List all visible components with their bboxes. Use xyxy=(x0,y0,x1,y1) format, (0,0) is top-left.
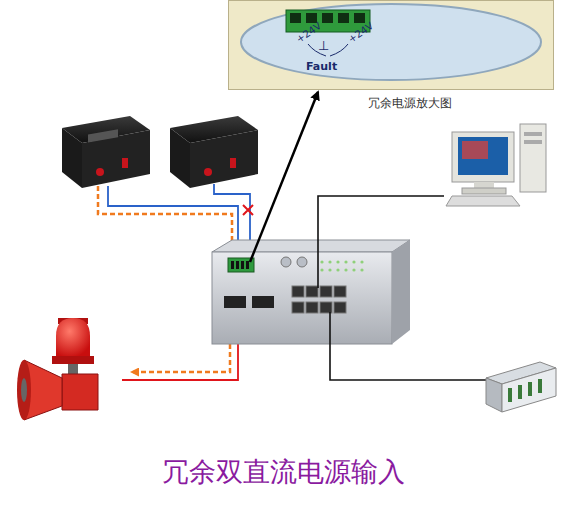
plc-controller xyxy=(486,362,556,412)
inset-frame xyxy=(229,1,554,90)
pin-name: ⊥ xyxy=(318,38,329,53)
computer xyxy=(446,124,546,206)
terminal-screw xyxy=(322,13,333,23)
inset-caption: 冗余电源放大图 xyxy=(368,95,452,112)
diagram-caption: 冗余双直流电源输入 xyxy=(0,454,567,490)
terminal-screw xyxy=(354,13,365,23)
zoom-arrow xyxy=(250,92,318,262)
alarm-beacon xyxy=(17,318,98,420)
network-cables xyxy=(318,196,486,380)
ethernet-switch xyxy=(212,240,410,344)
terminal-screw xyxy=(338,13,349,23)
zoom-inset-art xyxy=(228,0,554,90)
terminal-screw xyxy=(290,13,301,23)
signal-name: Fault xyxy=(306,60,337,73)
power-supply xyxy=(62,116,150,188)
inset-oval xyxy=(241,4,541,80)
power-supply xyxy=(170,116,258,188)
zoom-inset: +24V⊥+24VFault xyxy=(228,0,554,90)
